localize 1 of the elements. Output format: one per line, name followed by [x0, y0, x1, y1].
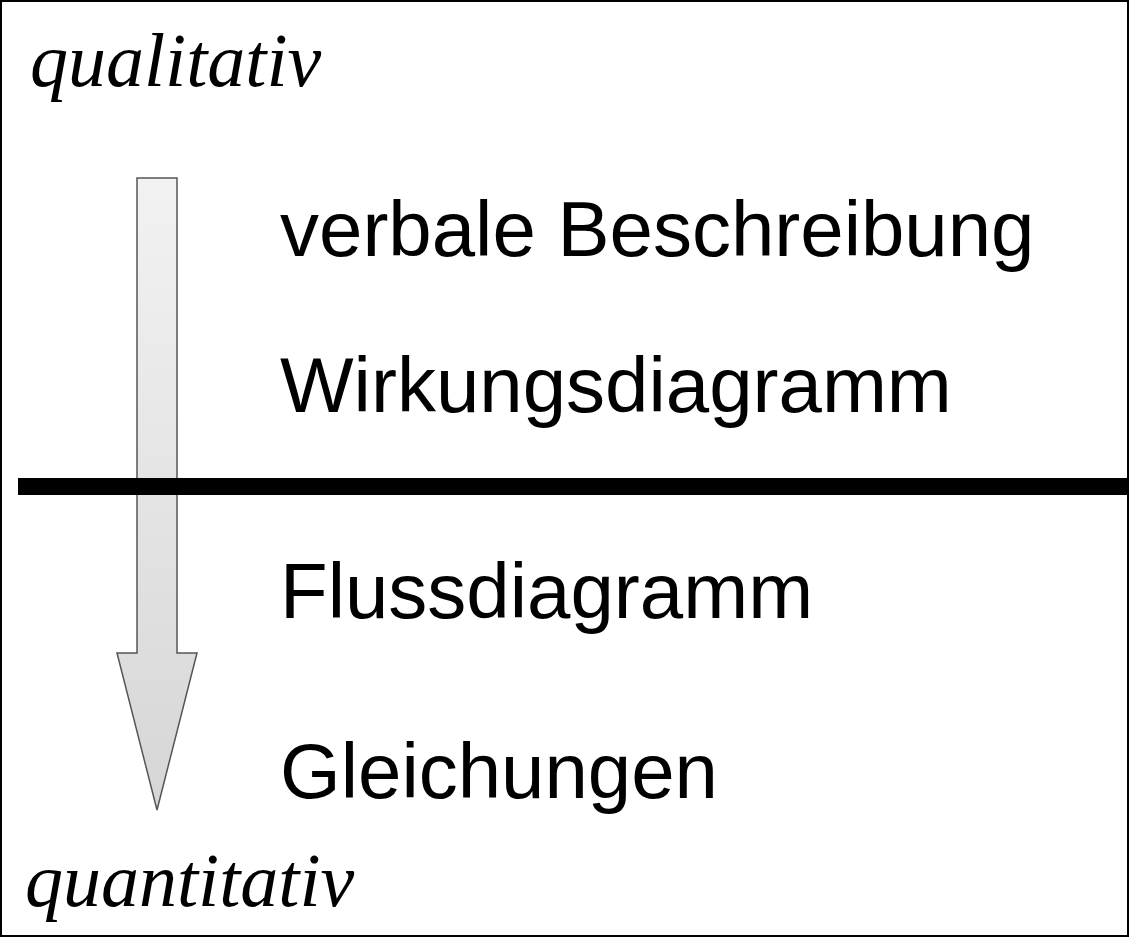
divider-bar — [18, 478, 1129, 495]
